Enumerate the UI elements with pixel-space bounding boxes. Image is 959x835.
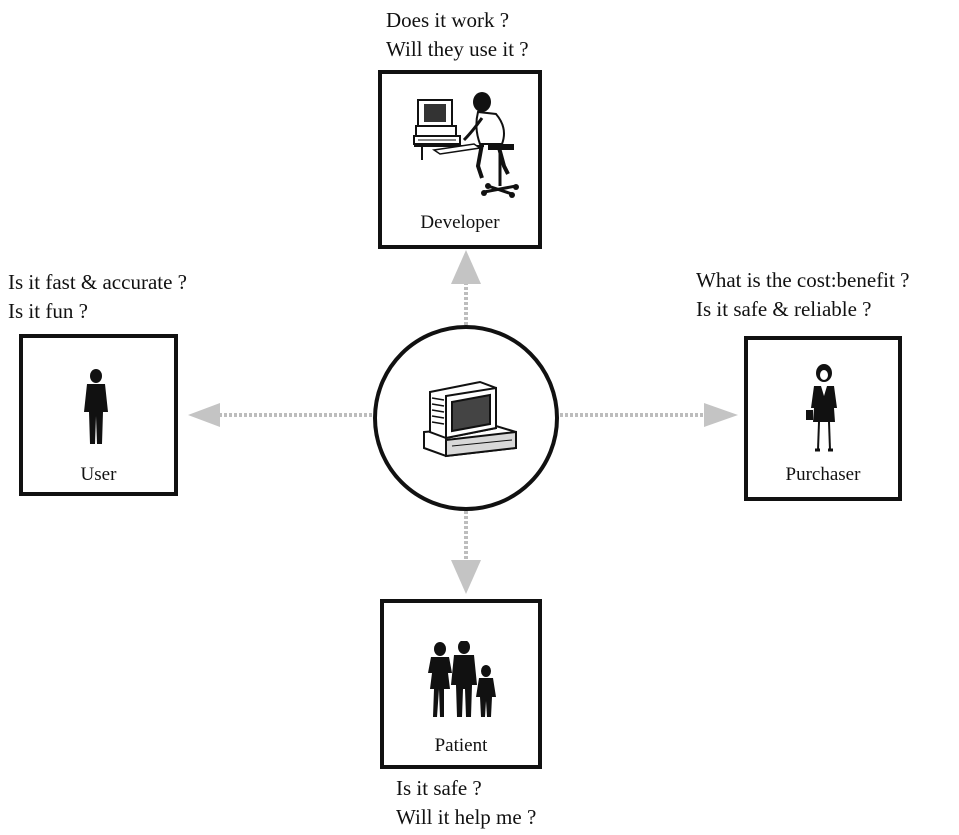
developer-question-2: Will they use it ? [386, 37, 529, 61]
developer-question-1: Does it work ? [386, 8, 510, 32]
arrow-to-developer [451, 250, 481, 330]
purchaser-question-2: Is it safe & reliable ? [696, 297, 872, 321]
arrow-to-patient [451, 506, 481, 594]
arrow-to-user [188, 403, 372, 427]
purchaser-box: Purchaser [744, 336, 902, 501]
computer-icon [423, 380, 517, 458]
developer-at-desk-icon [413, 92, 519, 198]
developer-questions: Does it work ? Will they use it ? [386, 6, 529, 64]
user-question-2: Is it fun ? [8, 299, 88, 323]
user-box: User [19, 334, 178, 496]
user-label: User [80, 464, 117, 485]
patient-question-2: Will it help me ? [396, 805, 537, 829]
user-questions: Is it fast & accurate ? Is it fun ? [8, 268, 187, 326]
purchaser-label: Purchaser [785, 464, 861, 485]
patient-questions: Is it safe ? Will it help me ? [396, 774, 536, 832]
purchaser-questions: What is the cost:benefit ? Is it safe & … [696, 266, 909, 324]
developer-label: Developer [420, 212, 500, 233]
patient-question-1: Is it safe ? [396, 776, 482, 800]
developer-box: Developer [378, 70, 542, 249]
businesswoman-icon [806, 364, 837, 452]
purchaser-question-1: What is the cost:benefit ? [696, 268, 910, 292]
person-icon [84, 369, 108, 444]
user-question-1: Is it fast & accurate ? [8, 270, 187, 294]
arrow-to-purchaser [560, 403, 738, 427]
family-icon [428, 641, 496, 717]
patient-label: Patient [434, 735, 488, 756]
patient-box: Patient [380, 599, 542, 769]
